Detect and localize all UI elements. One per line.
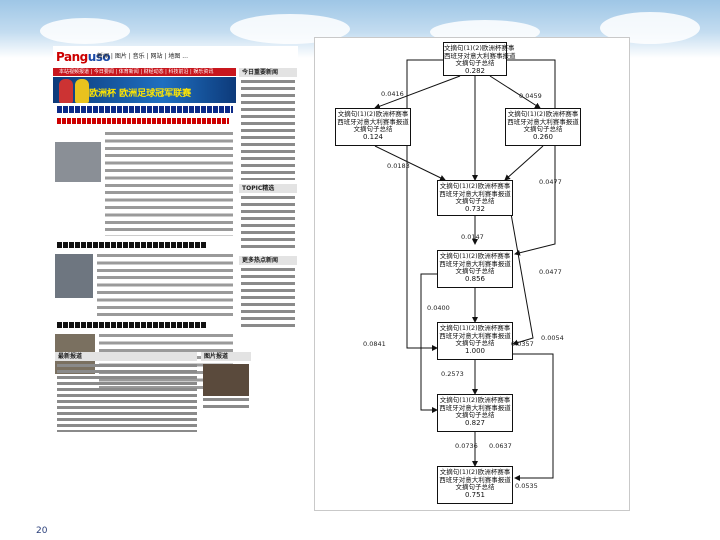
graph-node-line: 文摘句(1)(2)欧洲杯赛事 <box>439 396 511 404</box>
sidebar-text <box>241 80 295 180</box>
graph-node-line: 西班牙对意大利赛事报道 <box>439 475 511 484</box>
portal-logo: Panguso <box>56 50 111 64</box>
graph-node-line: 文摘句子总结 <box>455 483 495 492</box>
topic-title: TOPIC精选 <box>239 184 297 193</box>
portal-top-nav[interactable]: 新闻 | 图片 | 音乐 | 网站 | 地图 ... <box>97 53 188 60</box>
graph-node-value: 0.732 <box>464 204 486 213</box>
article-thumbnail <box>55 142 101 182</box>
graph-node-line: 西班牙对意大利赛事报道 <box>507 117 579 126</box>
graph-node-line: 文摘句(1)(2)欧洲杯赛事 <box>439 182 511 190</box>
graph-node-line: 西班牙对意大利赛事报道 <box>444 51 516 60</box>
graph-node-value: 0.856 <box>464 274 486 283</box>
edge-n1-n6 <box>406 59 443 351</box>
edge-n3-n4 <box>504 145 544 181</box>
headline[interactable] <box>57 106 233 113</box>
logo-sub: uso <box>87 50 111 64</box>
edge-n1-n5 <box>507 59 556 256</box>
edge-label-e7: 0.0400 <box>427 304 450 312</box>
player-figure <box>75 79 89 103</box>
more-news-title: 更多热点新闻 <box>239 256 297 265</box>
graph-node-value: 0.751 <box>464 490 486 499</box>
news-portal-screenshot: Panguso 新闻 | 图片 | 音乐 | 网站 | 地图 ... 本站视频报… <box>53 46 298 436</box>
sidebar-title: 今日重要新闻 <box>239 68 297 77</box>
article-thumbnail <box>55 254 93 298</box>
graph-node-line: 西班牙对意大利赛事报道 <box>439 259 511 268</box>
edge-n1-n3 <box>489 75 541 109</box>
portal-red-nav-bar[interactable]: 本站视频报道 | 今日要闻 | 体育新闻 | 财经动态 | 科技前沿 | 娱乐资… <box>53 68 236 76</box>
edge-label-e3: 0.0183 <box>387 162 410 170</box>
graph-edges <box>374 59 556 481</box>
graph-node-line: 西班牙对意大利赛事报道 <box>439 189 511 198</box>
portal-banner: 欧洲杯 欧洲足球冠军联赛 <box>53 77 236 103</box>
edge-label-e1: 0.0416 <box>381 90 404 98</box>
banner-text: 欧洲杯 欧洲足球冠军联赛 <box>89 89 192 99</box>
latest-news-list <box>57 364 197 432</box>
edge-label-e2: 0.0459 <box>519 92 542 100</box>
edge-label-e11: 0.2573 <box>441 370 464 378</box>
graph-node-line: 文摘句(1)(2)欧洲杯赛事 <box>439 468 511 476</box>
graph-node-value: 0.282 <box>464 66 486 75</box>
player-figure <box>59 79 73 103</box>
edge-label-e14: 0.0535 <box>515 482 538 490</box>
graph-node-value: 1.000 <box>464 346 486 355</box>
graph-node-line: 文摘句子总结 <box>455 197 495 206</box>
edge-n1-n2 <box>374 75 461 110</box>
article-text <box>105 132 233 236</box>
edge-n5-n7 <box>420 273 438 413</box>
edge-label-e4: 0.0147 <box>461 233 484 241</box>
graph-node-line: 文摘句(1)(2)欧洲杯赛事 <box>507 110 579 118</box>
graph-node-line: 西班牙对意大利赛事报道 <box>439 331 511 340</box>
graph-node-line: 文摘句子总结 <box>455 411 495 420</box>
graph-node-line: 文摘句(1)(2)欧洲杯赛事 <box>439 324 511 332</box>
edge-label-e9: 0.0357 <box>511 340 534 348</box>
graph-node-line: 文摘句子总结 <box>353 125 393 134</box>
graph-node-value: 0.260 <box>532 132 554 141</box>
headline[interactable] <box>57 118 229 124</box>
photo-caption <box>203 398 249 412</box>
latest-news-title: 最新报道 <box>55 352 197 361</box>
photo-news-title: 图片报道 <box>201 352 251 361</box>
graph-node-line: 文摘句子总结 <box>455 59 495 68</box>
more-news-text <box>241 268 295 328</box>
edge-n2-n4 <box>374 145 446 181</box>
photo-news-image[interactable] <box>203 364 249 396</box>
edge-label-e12: 0.0736 <box>455 442 478 450</box>
graph-node-value: 0.827 <box>464 418 486 427</box>
graph-node-line: 西班牙对意大利赛事报道 <box>439 403 511 412</box>
headline[interactable] <box>57 242 207 248</box>
graph-node-line: 文摘句(1)(2)欧洲杯赛事 <box>444 44 515 52</box>
topic-text <box>241 196 295 252</box>
graph-node-line: 文摘句(1)(2)欧洲杯赛事 <box>337 110 409 118</box>
edge-label-e10: 0.0054 <box>541 334 564 342</box>
graph-node-line: 文摘句子总结 <box>523 125 563 134</box>
headline[interactable] <box>57 322 207 328</box>
edge-label-e13: 0.0637 <box>489 442 512 450</box>
graph-node-value: 0.124 <box>362 132 384 141</box>
graph-node-line: 文摘句子总结 <box>455 267 495 276</box>
article-text <box>97 254 233 318</box>
slide-number: 20 <box>36 526 48 536</box>
graph-node-line: 西班牙对意大利赛事报道 <box>337 117 409 126</box>
cloud <box>40 18 130 44</box>
edge-label-e8: 0.0841 <box>363 340 386 348</box>
edge-n4-n6 <box>509 207 534 346</box>
graph-node-line: 文摘句子总结 <box>455 339 495 348</box>
edge-label-e5: 0.0477 <box>539 178 562 186</box>
graph-node-line: 文摘句(1)(2)欧洲杯赛事 <box>439 252 511 260</box>
logo-main: Pang <box>56 50 88 64</box>
edge-label-e6: 0.0477 <box>539 268 562 276</box>
edge-n6-n8 <box>513 353 554 481</box>
